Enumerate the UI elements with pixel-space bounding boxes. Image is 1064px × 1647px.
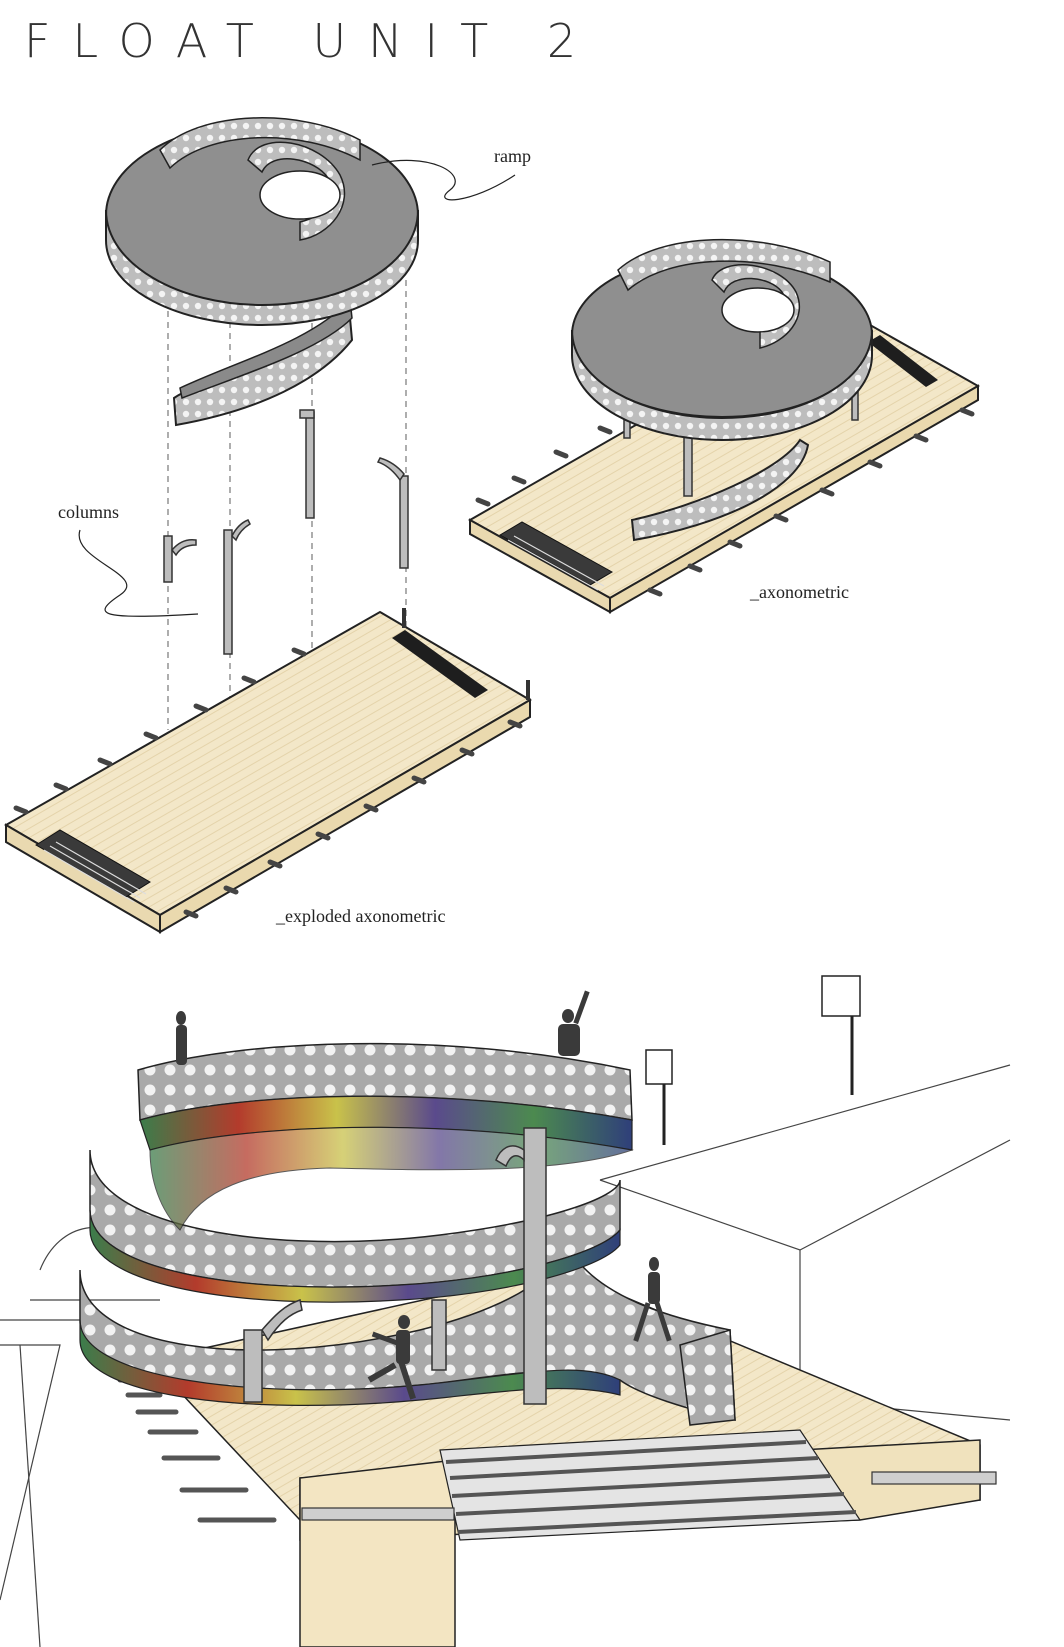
person-silhouette bbox=[367, 1315, 416, 1400]
axonometric-caption: _axonometric bbox=[750, 582, 849, 602]
axonometric-drawing bbox=[467, 238, 981, 614]
exploded-deck bbox=[3, 608, 532, 934]
exploded-axonometric-drawing bbox=[3, 117, 532, 934]
perspective-render bbox=[0, 975, 1011, 1647]
sheet-title: FLOAT UNIT 2 bbox=[24, 14, 599, 68]
columns-leader-line bbox=[78, 529, 199, 617]
person-silhouette bbox=[633, 1257, 672, 1342]
deck-stair bbox=[439, 1429, 862, 1541]
columns-label: columns bbox=[58, 502, 119, 522]
exploded-columns bbox=[163, 409, 409, 655]
ramp-label: ramp bbox=[494, 146, 531, 166]
person-silhouette bbox=[176, 1011, 187, 1065]
spiral-ramp-render bbox=[79, 1042, 736, 1426]
exploded-ramp bbox=[105, 117, 419, 427]
human-silhouettes bbox=[176, 990, 672, 1400]
ramp-leader-line bbox=[371, 159, 516, 201]
person-silhouette bbox=[558, 990, 590, 1056]
exploded-axonometric-caption: _exploded axonometric bbox=[276, 906, 446, 926]
